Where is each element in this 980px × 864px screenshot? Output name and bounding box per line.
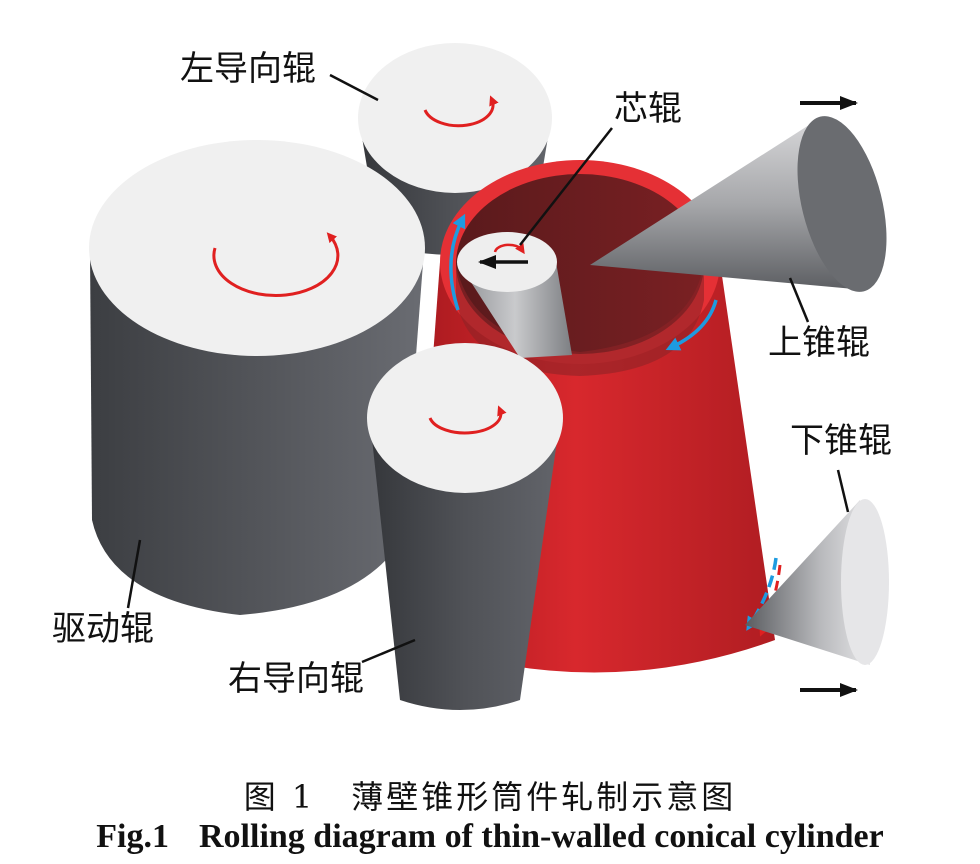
label-left-guide-roller: 左导向辊 — [180, 49, 316, 89]
rolling-diagram: 左导向辊 芯辊 上锥辊 下锥辊 驱动辊 右导向辊 — [0, 0, 980, 760]
label-core-roller: 芯辊 — [614, 89, 682, 129]
label-lower-cone-roller: 下锥辊 — [790, 421, 892, 461]
caption-en-number: Fig.1 — [96, 818, 169, 855]
caption-chinese: 图 1 薄壁锥形筒件轧制示意图 — [0, 772, 980, 818]
label-upper-cone-roller: 上锥辊 — [768, 323, 870, 363]
leader-upper-cone — [790, 278, 808, 322]
caption-zh-title: 薄壁锥形筒件轧制示意图 — [351, 778, 736, 816]
leader-lower-cone — [838, 470, 848, 512]
label-drive-roller: 驱动辊 — [52, 609, 154, 649]
caption-zh-number: 图 1 — [244, 778, 316, 816]
caption-en-title: Rolling diagram of thin-walled conical c… — [199, 818, 884, 855]
label-right-guide-roller: 右导向辊 — [228, 659, 364, 699]
caption-english: Fig.1 Rolling diagram of thin-walled coni… — [0, 818, 980, 856]
